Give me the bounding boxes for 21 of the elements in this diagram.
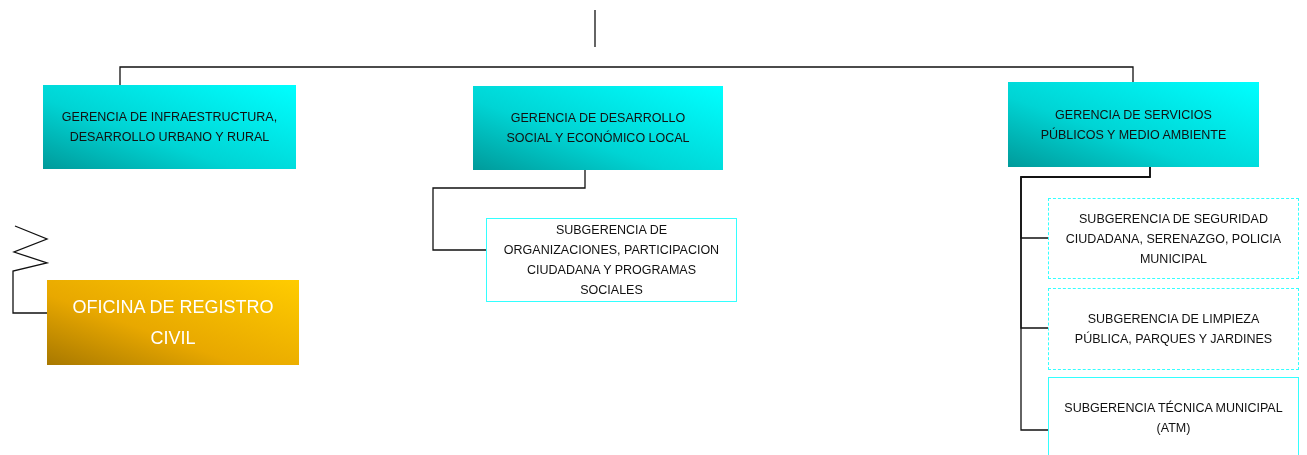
department-name: SUBGERENCIA TÉCNICA MUNICIPAL (ATM) [1063,399,1284,437]
sub-department-box [486,218,737,302]
connector-line [1020,166,1151,431]
department-name: GERENCIA DE SERVICIOS PÚBLICOS Y MEDIO AMBIENTE [1039,106,1228,144]
department-name: GERENCIA DE DESARROLLO SOCIAL Y ECONÓMICO LOCAL [505,110,691,147]
department-box [473,86,723,170]
sub-department-box [1048,198,1299,279]
department-box [43,85,296,169]
department-name: SUBGERENCIA DE SEGURIDAD CIUDADANA, SERENAZGO, POLICIA MUNICIPAL [1064,210,1283,268]
department-name: OFICINA DE REGISTRO CIVIL [71,295,275,350]
department-name: GERENCIA DE INFRAESTRUCTURA, DESARROLLO URBANO Y RURAL [60,109,279,146]
department-name: SUBGERENCIA DE ORGANIZACIONES, PARTICIPACION CIUDADANA Y PROGRAMAS SOCIALES [502,222,721,299]
connector-line [594,66,1134,83]
connector-line [432,169,586,251]
department-name: SUBGERENCIA DE LIMPIEZA PÚBLICA, PARQUES Y JARDINES [1073,311,1274,348]
office-box [47,280,299,365]
department-box [1008,82,1259,167]
connector-line [119,66,596,86]
connector-line [12,225,50,314]
sub-department-box [1048,288,1299,370]
sub-department-box [1048,377,1299,455]
